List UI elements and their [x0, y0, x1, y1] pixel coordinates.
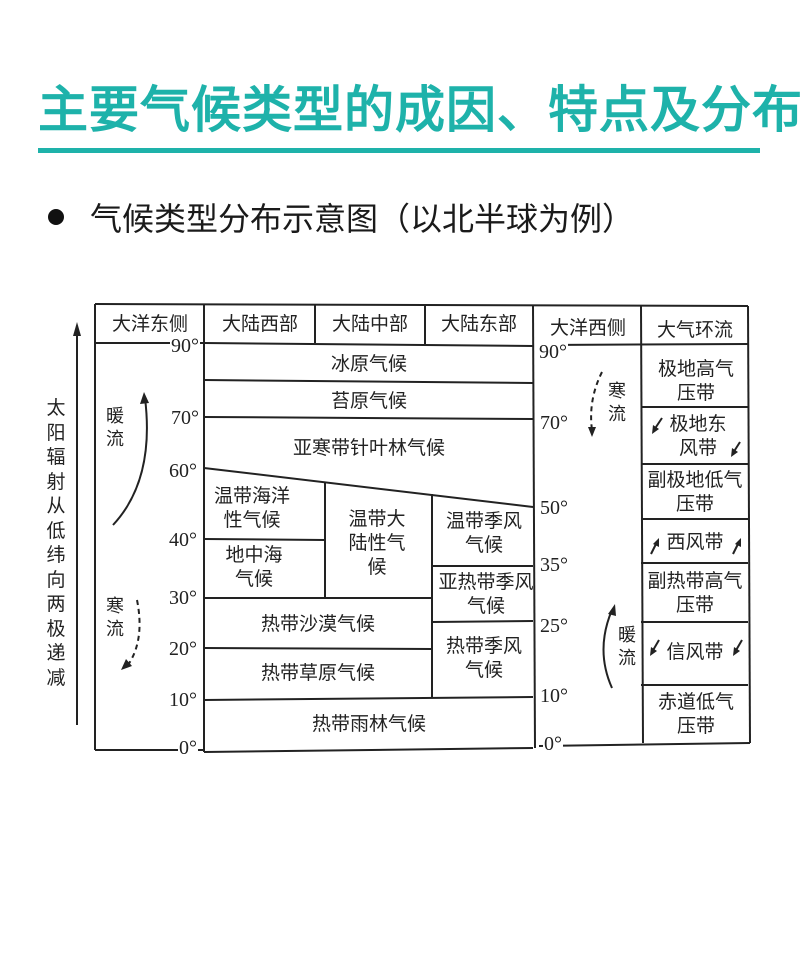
bullet-icon — [48, 209, 64, 225]
header-continent-east: 大陆东部 — [440, 313, 517, 335]
header-continent-west: 大陆西部 — [221, 313, 298, 335]
lat-right-50: 50° — [539, 497, 569, 519]
title-divider — [38, 148, 760, 153]
climate-temperate-monsoon: 温带季风气候 — [446, 510, 523, 556]
lat-right-10: 10° — [539, 685, 569, 707]
current-east-cold: 寒流 — [106, 596, 124, 640]
lat-left-60: 60° — [168, 460, 198, 482]
lat-left-0: 0° — [178, 737, 198, 759]
belt-polar-high: 极地高气压带 — [658, 358, 735, 404]
climate-tropical-monsoon: 热带季风气候 — [446, 635, 523, 681]
climate-tropical-rainforest: 热带雨林气候 — [311, 713, 426, 735]
climate-tundra: 苔原气候 — [330, 390, 407, 412]
current-east-warm: 暖流 — [106, 406, 124, 450]
climate-ice-cap: 冰原气候 — [330, 353, 407, 375]
lat-left-20: 20° — [168, 638, 198, 660]
climate-mediterranean: 地中海气候 — [225, 544, 283, 590]
belt-subtropical-high: 副热带高气压带 — [647, 570, 743, 616]
lat-right-90: 90° — [538, 341, 568, 363]
lat-right-0: 0° — [543, 733, 563, 755]
header-ocean-west: 大洋西侧 — [549, 317, 626, 339]
climate-subtropical-monsoon: 亚热带季风气候 — [438, 571, 534, 617]
lat-left-90: 90° — [170, 335, 200, 357]
belt-westerlies: 西风带 — [666, 531, 724, 553]
lat-left-70: 70° — [170, 407, 200, 429]
belt-polar-easterlies: 极地东风带 — [669, 413, 727, 459]
current-west-cold: 寒流 — [608, 381, 626, 425]
belt-subpolar-low: 副极地低气压带 — [647, 469, 743, 515]
climate-marine-west-coast: 温带海洋性气候 — [213, 485, 290, 531]
climate-temperate-continental: 温带大陆性气候 — [348, 508, 406, 578]
climate-tropical-desert: 热带沙漠气候 — [260, 613, 375, 635]
belt-equatorial-low: 赤道低气压带 — [658, 691, 735, 737]
section-heading: 气候类型分布示意图（以北半球为例） — [48, 194, 634, 240]
page-title: 主要气候类型的成因、特点及分布 — [38, 81, 800, 139]
belt-trade-winds: 信风带 — [666, 641, 724, 663]
lat-right-70: 70° — [539, 412, 569, 434]
lat-left-10: 10° — [168, 689, 198, 711]
climate-subarctic: 亚寒带针叶林气候 — [292, 437, 445, 459]
solar-radiation-label: 太阳辐射从低纬向两极递减 — [46, 397, 66, 689]
section-heading-text: 气候类型分布示意图（以北半球为例） — [90, 200, 635, 238]
header-circulation: 大气环流 — [656, 319, 733, 341]
header-ocean-east: 大洋东侧 — [111, 313, 188, 335]
lat-right-35: 35° — [539, 554, 569, 576]
lat-left-40: 40° — [168, 529, 198, 551]
lat-right-25: 25° — [539, 615, 569, 637]
current-west-warm: 暖流 — [618, 625, 636, 669]
header-continent-center: 大陆中部 — [331, 313, 408, 335]
lat-left-30: 30° — [168, 587, 198, 609]
climate-tropical-savanna: 热带草原气候 — [260, 662, 375, 684]
